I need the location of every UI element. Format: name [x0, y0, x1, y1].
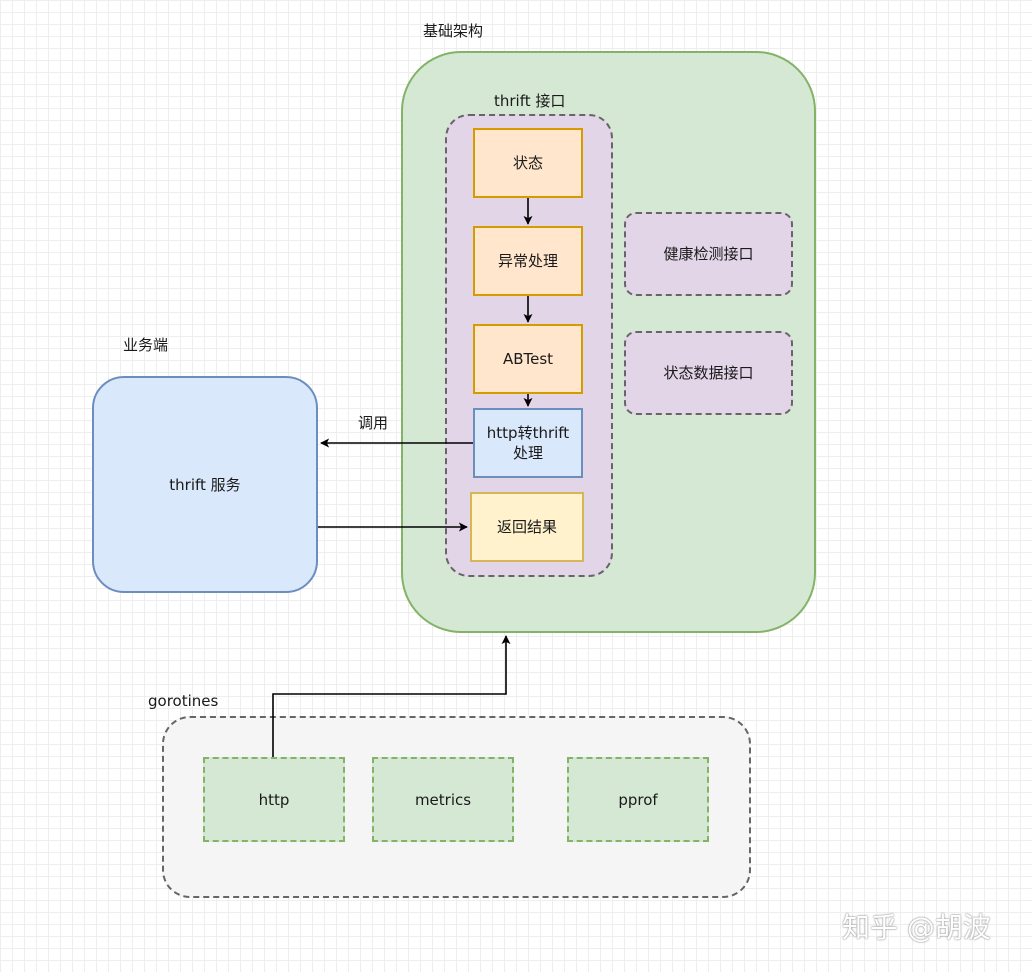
pprof-goroutine-label: pprof: [618, 790, 658, 809]
http-goroutine-label: http: [258, 790, 290, 809]
return-result-step-label: 返回结果: [496, 518, 557, 536]
status-step[interactable]: 状态: [473, 128, 583, 198]
thrift-service-label: thrift 服务: [169, 475, 241, 494]
thrift-service[interactable]: thrift 服务: [92, 376, 318, 593]
business-title: 业务端: [123, 336, 169, 354]
arrow-http-to-infra: [272, 635, 511, 757]
exception-handling-step-label: 异常处理: [497, 252, 558, 270]
health-check-interface[interactable]: 健康检测接口: [624, 212, 793, 296]
thrift-interface-title: thrift 接口: [494, 92, 566, 110]
return-result-step[interactable]: 返回结果: [470, 492, 584, 562]
metrics-goroutine[interactable]: metrics: [372, 757, 514, 842]
infra-title: 基础架构: [423, 22, 484, 40]
watermark: 知乎 @胡波: [842, 911, 991, 944]
http-to-thrift-step-label: http转thrift 处理: [486, 424, 570, 462]
status-data-interface[interactable]: 状态数据接口: [624, 331, 793, 415]
pprof-goroutine[interactable]: pprof: [567, 757, 709, 842]
goroutines-title: gorotines: [148, 692, 219, 710]
abtest-step-label: ABTest: [502, 350, 554, 368]
status-step-label: 状态: [512, 154, 543, 172]
status-data-interface-label: 状态数据接口: [663, 364, 754, 382]
http-goroutine[interactable]: http: [203, 757, 345, 842]
exception-handling-step[interactable]: 异常处理: [473, 226, 583, 296]
metrics-goroutine-label: metrics: [414, 790, 472, 809]
http-to-thrift-step[interactable]: http转thrift 处理: [473, 408, 583, 478]
health-check-interface-label: 健康检测接口: [663, 245, 754, 263]
abtest-step[interactable]: ABTest: [473, 324, 583, 394]
call-edge-label: 调用: [358, 414, 389, 432]
